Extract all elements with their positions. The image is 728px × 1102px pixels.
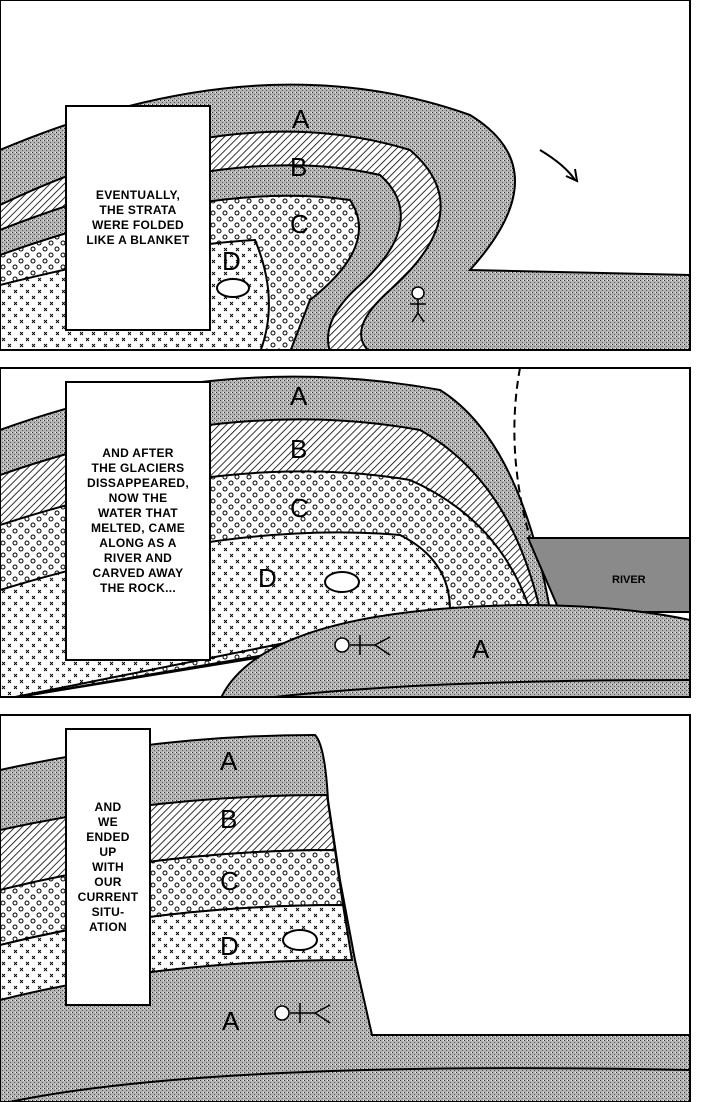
- panel-1-border: [0, 0, 691, 351]
- layer-label-d: D: [222, 246, 241, 276]
- dinosaur-skull-icon: [282, 929, 318, 951]
- panel-3-border: [0, 714, 691, 1102]
- layer-label-a-lower: A: [222, 1006, 240, 1036]
- panel-2-border: [0, 367, 691, 698]
- layer-label-d: D: [258, 563, 277, 593]
- layer-label-b: B: [290, 152, 307, 182]
- caption-box-1: EVENTUALLY, THE STRATA WERE FOLDED LIKE …: [65, 105, 211, 331]
- layer-label-c: C: [290, 493, 309, 523]
- layer-label-a-lower: A: [472, 634, 490, 664]
- layer-label-d: D: [220, 931, 239, 961]
- arrow-icon: [565, 168, 579, 183]
- skeleton-icon: [410, 286, 426, 323]
- layer-label-a: A: [292, 104, 310, 134]
- river-shape: [526, 537, 690, 613]
- layer-label-c: C: [290, 209, 309, 239]
- dinosaur-skull-icon: [216, 278, 250, 298]
- layer-label-c: C: [220, 866, 239, 896]
- dinosaur-skull-icon: [324, 571, 360, 593]
- layer-label-b: B: [290, 434, 307, 464]
- layer-label-a: A: [220, 746, 238, 776]
- caption-box-2: AND AFTER THE GLACIERS DISSAPPEARED, NOW…: [65, 381, 211, 661]
- skeleton-icon: [274, 1003, 331, 1024]
- layer-label-b: B: [220, 804, 237, 834]
- skeleton-icon: [334, 635, 391, 656]
- caption-box-3: AND WE ENDED UP WITH OUR CURRENT SITU- A…: [65, 728, 151, 1006]
- river-label: RIVER: [612, 574, 646, 586]
- layer-label-a: A: [290, 381, 308, 411]
